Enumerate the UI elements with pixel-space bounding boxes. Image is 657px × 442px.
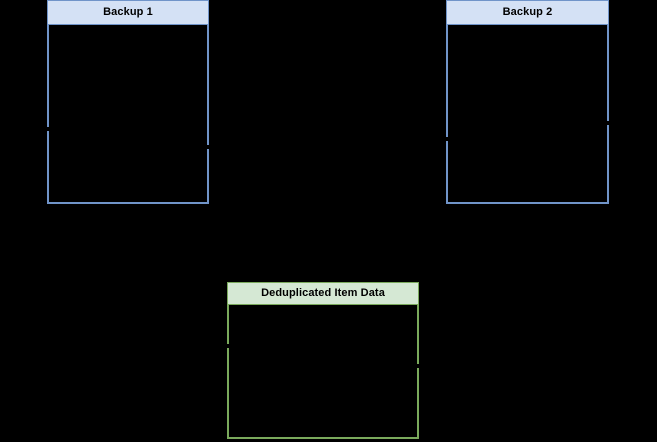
node-deduplicated-item-data-body (227, 305, 419, 439)
backup-1-left-notch (46, 127, 49, 131)
node-backup-1-header: Backup 1 (47, 0, 209, 25)
backup-1-right-notch (206, 145, 209, 149)
node-backup-2-label: Backup 2 (502, 6, 553, 18)
dedup-left-notch (226, 344, 229, 348)
node-backup-1[interactable]: Backup 1 (47, 0, 209, 204)
node-backup-2[interactable]: Backup 2 (446, 0, 609, 204)
backup-2-left-notch (445, 137, 448, 141)
node-deduplicated-item-data-label: Deduplicated Item Data (261, 287, 385, 299)
node-backup-2-header: Backup 2 (446, 0, 609, 25)
node-backup-2-body (446, 25, 609, 204)
node-backup-1-body (47, 25, 209, 204)
backup-2-right-notch (606, 121, 609, 125)
dedup-right-notch (416, 364, 419, 368)
node-deduplicated-item-data-header: Deduplicated Item Data (227, 282, 419, 305)
node-backup-1-label: Backup 1 (103, 6, 153, 18)
node-deduplicated-item-data[interactable]: Deduplicated Item Data (227, 282, 419, 439)
